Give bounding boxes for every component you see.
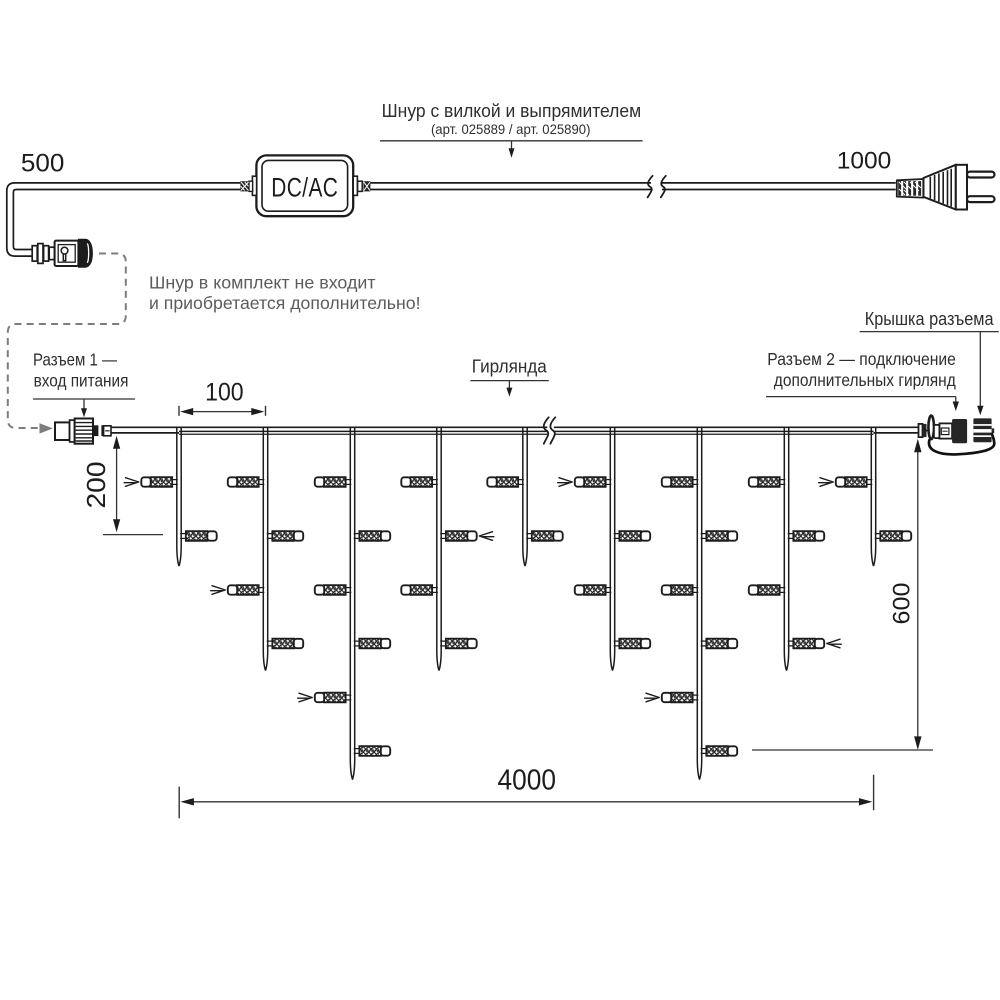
svg-text:вход питания: вход питания xyxy=(34,370,129,390)
svg-text:200: 200 xyxy=(83,462,111,509)
svg-text:Шнур с вилкой и выпрямителем: Шнур с вилкой и выпрямителем xyxy=(382,101,642,121)
svg-text:Крышка разъема: Крышка разъема xyxy=(865,309,994,329)
svg-text:Разъем 2 — подключение: Разъем 2 — подключение xyxy=(767,349,956,369)
svg-text:1000: 1000 xyxy=(837,148,892,175)
svg-text:Разъем 1 —: Разъем 1 — xyxy=(33,350,117,370)
svg-text:Шнур в комплект не входит: Шнур в комплект не входит xyxy=(149,272,376,292)
svg-text:дополнительных гирлянд: дополнительных гирлянд xyxy=(774,370,956,390)
svg-text:600: 600 xyxy=(889,583,916,625)
svg-text:500: 500 xyxy=(21,150,65,178)
svg-text:и приобретается дополнительно!: и приобретается дополнительно! xyxy=(149,293,421,313)
svg-text:DC/AC: DC/AC xyxy=(271,173,338,203)
svg-text:100: 100 xyxy=(205,378,244,406)
svg-text:Гирлянда: Гирлянда xyxy=(472,357,548,377)
svg-text:4000: 4000 xyxy=(498,764,557,796)
svg-text:(арт. 025889 / арт. 025890): (арт. 025889 / арт. 025890) xyxy=(431,122,591,137)
